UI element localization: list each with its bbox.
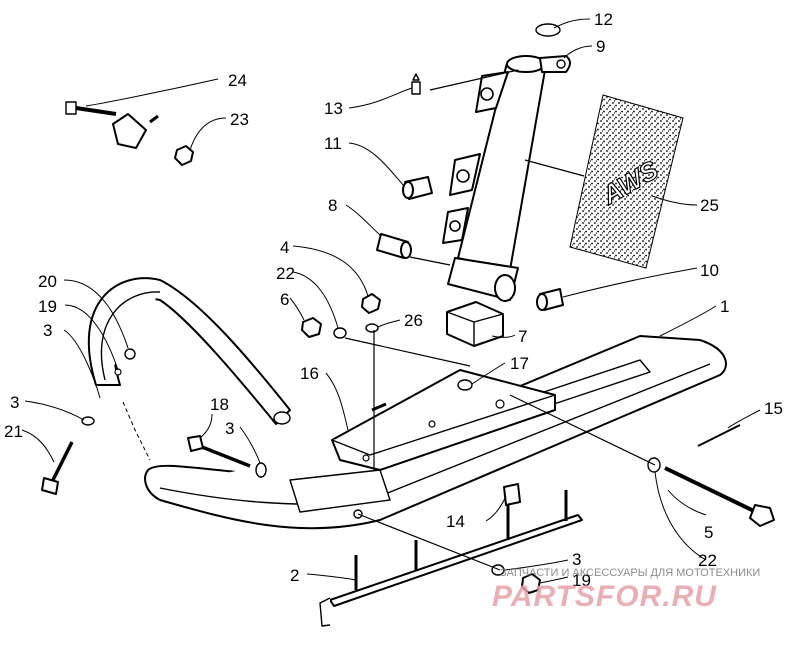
callout-19-left: 19	[38, 297, 57, 316]
callout-1: 1	[720, 297, 729, 316]
callout-12: 12	[594, 10, 613, 29]
washer-17-part	[457, 379, 473, 391]
bushing-10-part	[536, 288, 564, 311]
wear-bar-2-part	[319, 490, 583, 627]
callout-3-left: 3	[43, 321, 52, 340]
decal-part: AWS	[569, 94, 684, 269]
callout-3-center: 3	[225, 419, 234, 438]
callout-22-bottom: 22	[698, 551, 717, 570]
callout-15: 15	[764, 399, 783, 418]
watermark-caption: ЗАПЧАСТИ И АКСЕССУАРЫ ДЛЯ МОТОТЕХНИКИ	[500, 567, 760, 579]
callout-3-mid-left: 3	[10, 393, 19, 412]
callout-labels: 12 9 24 23 13 11 25 8 4 22 10 20 6 26 19…	[4, 10, 783, 590]
callout-10: 10	[700, 261, 719, 280]
callout-3-bottom: 3	[572, 550, 581, 569]
callout-18: 18	[210, 395, 229, 414]
callout-5: 5	[704, 523, 713, 542]
grease-fitting-part	[411, 73, 421, 95]
callout-4: 4	[280, 238, 289, 257]
bolt-18-assembly	[187, 435, 267, 478]
bolt-5-assembly	[647, 424, 775, 527]
hardware-cluster	[301, 293, 381, 339]
bolt-21-assembly	[41, 416, 95, 495]
callout-13: 13	[324, 99, 343, 118]
spindle-part	[442, 55, 571, 302]
callout-11: 11	[324, 134, 342, 153]
callout-23: 23	[230, 110, 249, 129]
callout-16: 16	[300, 364, 319, 383]
callout-17: 17	[510, 354, 529, 373]
callout-21: 21	[4, 422, 23, 441]
callout-25: 25	[700, 196, 719, 215]
callout-14: 14	[446, 512, 465, 531]
callout-9: 9	[596, 37, 605, 56]
handle-20-part	[87, 277, 291, 425]
bushing-11-part	[402, 176, 433, 200]
callout-19-bottom: 19	[572, 571, 591, 590]
callout-20: 20	[38, 272, 57, 291]
watermark-logo: PARTSFOR.RU	[492, 580, 717, 613]
callout-22-top: 22	[276, 264, 295, 283]
spacer-14-part	[503, 483, 521, 506]
callout-2: 2	[290, 566, 299, 585]
callout-6: 6	[280, 290, 289, 309]
callout-24: 24	[228, 71, 247, 90]
cap-part	[535, 23, 561, 37]
saddle-16-part	[331, 369, 556, 471]
leader-lines	[21, 18, 761, 584]
callout-7: 7	[518, 327, 527, 346]
bolt-24-assembly	[65, 101, 194, 166]
callout-8: 8	[328, 196, 337, 215]
callout-26: 26	[404, 311, 423, 330]
watermark: ЗАПЧАСТИ И АКСЕССУАРЫ ДЛЯ МОТОТЕХНИКИ PA…	[492, 567, 760, 613]
bushing-8-part	[376, 233, 412, 259]
block-7-part	[446, 301, 504, 347]
